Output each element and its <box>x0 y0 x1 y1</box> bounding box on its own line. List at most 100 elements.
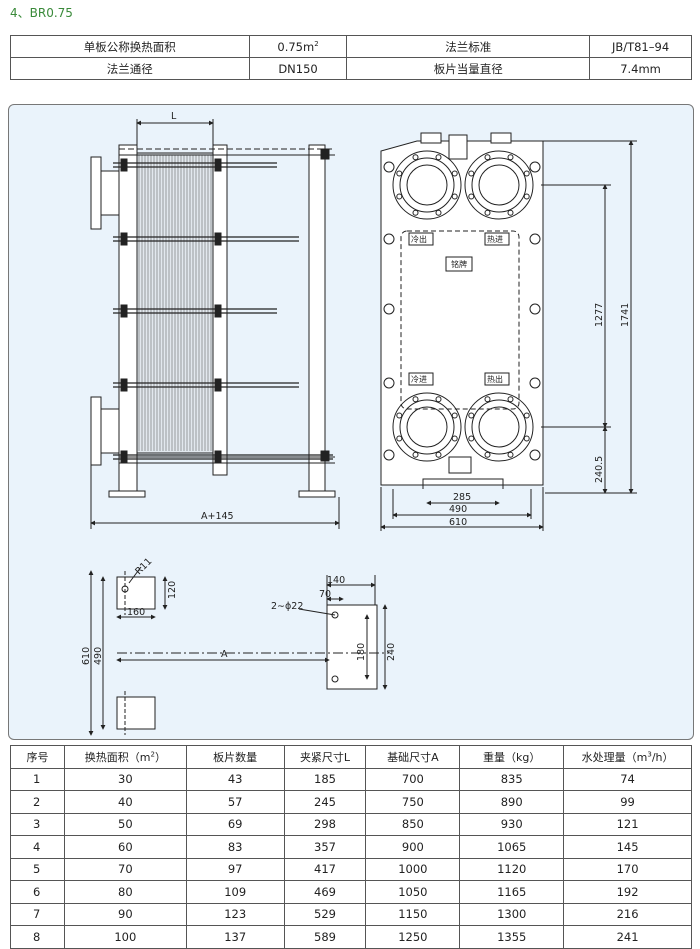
table-cell: 80 <box>63 880 187 904</box>
tag-cold-out: 冷出 <box>411 234 427 244</box>
spec-value: DN150 <box>248 57 348 80</box>
table-cell: 1150 <box>365 902 461 926</box>
flange-bolt-hole <box>396 412 403 419</box>
spec-table: 单板公称换热面积 0.75m2 法兰标准 JB/T81–94 法兰通径 DN15… <box>10 35 692 80</box>
dim-610-foundation: 610 <box>81 647 92 665</box>
table-cell: 890 <box>459 790 565 814</box>
table-cell: 7 <box>10 902 65 926</box>
dim-240: 240 <box>386 643 397 661</box>
table-cell: 357 <box>283 835 367 859</box>
flange-bolt-hole <box>396 193 403 200</box>
spec-row: 法兰通径 DN150 板片当量直径 7.4mm <box>10 57 692 80</box>
technical-drawing-panel: L A+145 <box>8 104 694 740</box>
table-cell: 1300 <box>459 902 565 926</box>
technical-drawing: L A+145 <box>81 111 637 736</box>
superscript: 2 <box>150 750 155 759</box>
flange-bolt-hole <box>435 451 442 458</box>
table-cell: 1065 <box>459 835 565 859</box>
table-cell: 40 <box>63 790 187 814</box>
table-cell: 245 <box>283 790 367 814</box>
spec-label: 单板公称换热面积 <box>10 35 250 58</box>
table-cell: 6 <box>10 880 65 904</box>
foundation-plan <box>88 566 389 736</box>
table-cell: 1 <box>10 767 65 791</box>
table-cell: 83 <box>185 835 285 859</box>
table-cell: 900 <box>365 835 461 859</box>
table-cell: 1120 <box>459 857 565 881</box>
table-cell: 57 <box>185 790 285 814</box>
table-cell: 529 <box>283 902 367 926</box>
flange-bolt-hole <box>484 209 491 216</box>
table-cell: 241 <box>563 925 692 949</box>
flange-bolt-hole <box>451 193 458 200</box>
flange-bolt-hole <box>412 154 419 161</box>
dim-490: 490 <box>449 504 467 515</box>
table-cell: 192 <box>563 880 692 904</box>
table-cell: 99 <box>563 790 692 814</box>
table-cell: 121 <box>563 812 692 836</box>
dim-610: 610 <box>449 517 467 528</box>
flange-bolt-hole <box>507 396 514 403</box>
superscript: 2 <box>314 39 319 48</box>
table-cell: 700 <box>365 767 461 791</box>
table-cell: 8 <box>10 925 65 949</box>
table-cell: 43 <box>185 767 285 791</box>
dim-A-plus-145: A+145 <box>201 511 234 522</box>
superscript: 3 <box>647 750 652 759</box>
flange-bolt-hole <box>435 154 442 161</box>
table-cell: 930 <box>459 812 565 836</box>
dim-A: A <box>221 649 228 660</box>
dim-490-foundation: 490 <box>93 647 104 665</box>
table-cell: 69 <box>185 812 285 836</box>
table-cell: 170 <box>563 857 692 881</box>
flange-bolt-hole <box>523 435 530 442</box>
table-cell: 123 <box>185 902 285 926</box>
table-cell: 97 <box>185 857 285 881</box>
flange-bolt-hole <box>484 154 491 161</box>
table-cell: 589 <box>283 925 367 949</box>
flange-bolt-hole <box>396 170 403 177</box>
column-header: 序号 <box>10 745 65 769</box>
flange-bolt-hole <box>484 396 491 403</box>
dim-120: 120 <box>167 581 178 599</box>
table-cell: 100 <box>63 925 187 949</box>
table-cell: 850 <box>365 812 461 836</box>
column-header: 换热面积（m2） <box>63 745 187 769</box>
spec-label: 法兰标准 <box>346 35 591 58</box>
spec-row: 单板公称换热面积 0.75m2 法兰标准 JB/T81–94 <box>10 35 692 58</box>
spec-value: 7.4mm <box>589 57 692 80</box>
dim-70: 70 <box>319 589 331 600</box>
spec-value: 0.75m2 <box>248 35 348 58</box>
dim-R11: R11 <box>133 556 154 577</box>
flange-bolt-hole <box>523 193 530 200</box>
column-header: 基础尺寸A <box>365 745 461 769</box>
side-view <box>90 119 340 529</box>
flange-bolt-hole <box>451 170 458 177</box>
table-cell: 109 <box>185 880 285 904</box>
column-header: 水处理量（m3/h） <box>563 745 692 769</box>
table-cell: 3 <box>10 812 65 836</box>
flange-bolt-hole <box>507 154 514 161</box>
spec-value: JB/T81–94 <box>589 35 692 58</box>
flange-bolt-hole <box>412 209 419 216</box>
flange-bolt-hole <box>468 170 475 177</box>
table-cell: 750 <box>365 790 461 814</box>
table-cell: 298 <box>283 812 367 836</box>
dim-hole: 2∼ϕ22 <box>271 601 303 612</box>
dim-L: L <box>171 111 177 122</box>
flange-bolt-hole <box>435 396 442 403</box>
table-cell: 50 <box>63 812 187 836</box>
flange-bolt-hole <box>412 396 419 403</box>
flange-bolt-hole <box>435 209 442 216</box>
dim-180: 180 <box>356 643 367 661</box>
table-cell: 137 <box>185 925 285 949</box>
tag-hot-out: 热出 <box>487 374 503 384</box>
flange-bolt-hole <box>468 193 475 200</box>
flange-bolt-hole <box>468 412 475 419</box>
